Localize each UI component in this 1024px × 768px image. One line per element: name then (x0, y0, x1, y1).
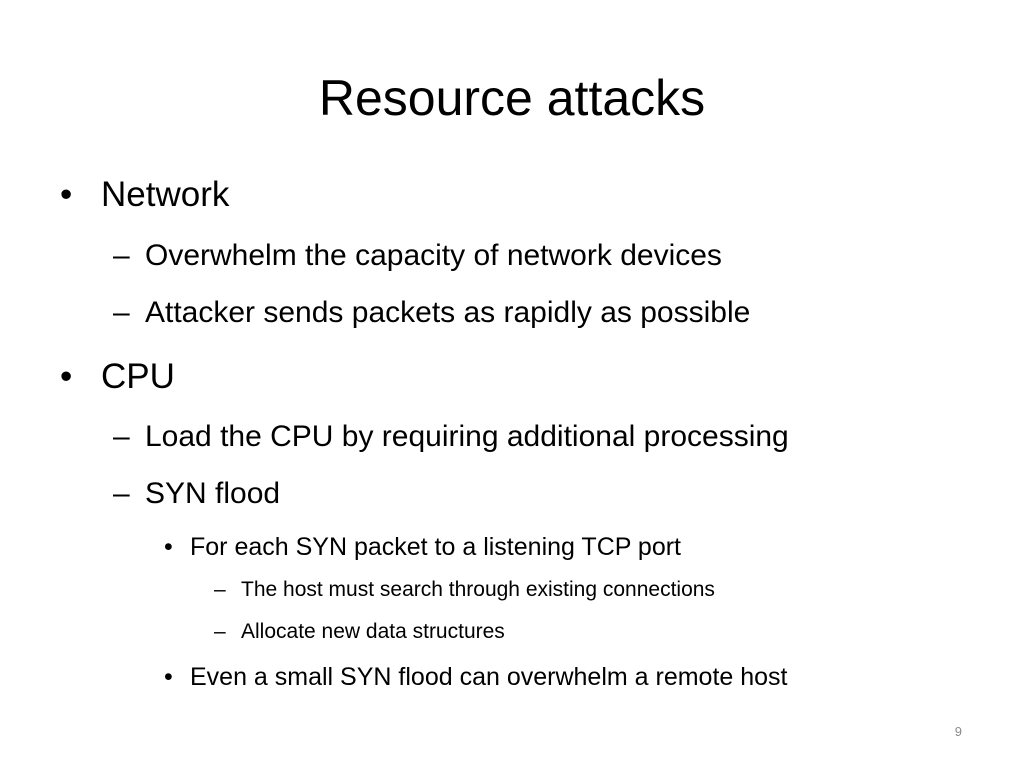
bullet-marker: • (164, 663, 173, 691)
bullet-marker: • (60, 175, 73, 214)
level4-item: The host must search through existing co… (241, 578, 715, 601)
sub-bullet-item: Overwhelm the capacity of network device… (145, 239, 722, 272)
dash-marker: – (214, 620, 226, 643)
bullet-item: Network (101, 175, 230, 214)
sub-bullet-item: SYN flood (145, 477, 281, 510)
dash-marker: – (113, 477, 130, 510)
bullet-item: CPU (101, 357, 175, 396)
sub-bullet-item: Load the CPU by requiring additional pro… (145, 420, 789, 453)
dash-marker: – (113, 296, 130, 329)
sub-sub-bullet-item: Even a small SYN flood can overwhelm a r… (190, 663, 788, 691)
slide-number: 9 (954, 724, 962, 739)
bullet-marker: • (164, 533, 173, 561)
dash-marker: – (214, 578, 226, 601)
slide-title: Resource attacks (318, 70, 706, 126)
dash-marker: – (113, 239, 130, 272)
dash-marker: – (113, 420, 130, 453)
sub-sub-bullet-item: For each SYN packet to a listening TCP p… (190, 533, 681, 561)
level4-item: Allocate new data structures (241, 620, 505, 643)
sub-bullet-item: Attacker sends packets as rapidly as pos… (145, 296, 751, 329)
bullet-marker: • (60, 357, 73, 396)
